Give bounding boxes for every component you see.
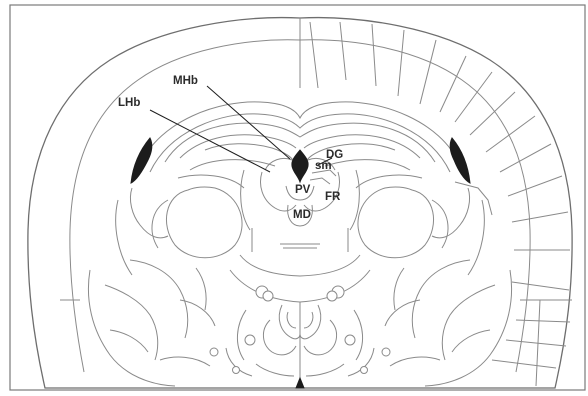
label-sm: sm	[315, 160, 332, 172]
label-lhb: LHb	[118, 97, 140, 109]
lower-brain-structures	[226, 255, 374, 380]
label-fr: FR	[325, 191, 341, 203]
leader-line-mhb	[207, 86, 290, 159]
label-pv: PV	[295, 184, 311, 196]
third-ventricle-dark	[292, 150, 308, 182]
bottom-midline-notch	[296, 378, 304, 388]
lateral-lower-regions	[60, 260, 572, 386]
label-md: MD	[293, 209, 311, 221]
label-mhb: MHb	[173, 75, 198, 87]
lateral-ventricle-left	[131, 138, 152, 183]
lateral-ventricle-right	[450, 138, 470, 183]
figure-frame	[10, 5, 585, 390]
